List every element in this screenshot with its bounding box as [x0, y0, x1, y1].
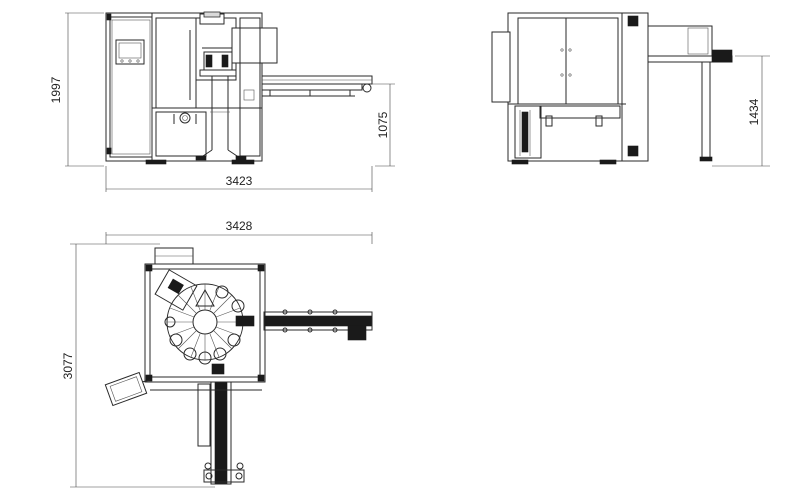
dim-front-width: 3423: [226, 174, 253, 188]
outfeed-conveyor: [263, 309, 373, 341]
dim-side-height: 1434: [747, 98, 761, 125]
infeed-conveyor: [197, 363, 245, 485]
dim-front-height: 1997: [49, 76, 63, 103]
side-view: 1434: [491, 12, 770, 167]
front-view: 1997 1075 3423: [49, 11, 395, 192]
pocket-holes: [164, 285, 245, 365]
top-view: 3428 3077: [61, 219, 373, 488]
dim-top-depth: 3077: [61, 352, 75, 379]
dim-top-width: 3428: [226, 219, 253, 233]
dim-front-conveyor-height: 1075: [376, 111, 390, 138]
